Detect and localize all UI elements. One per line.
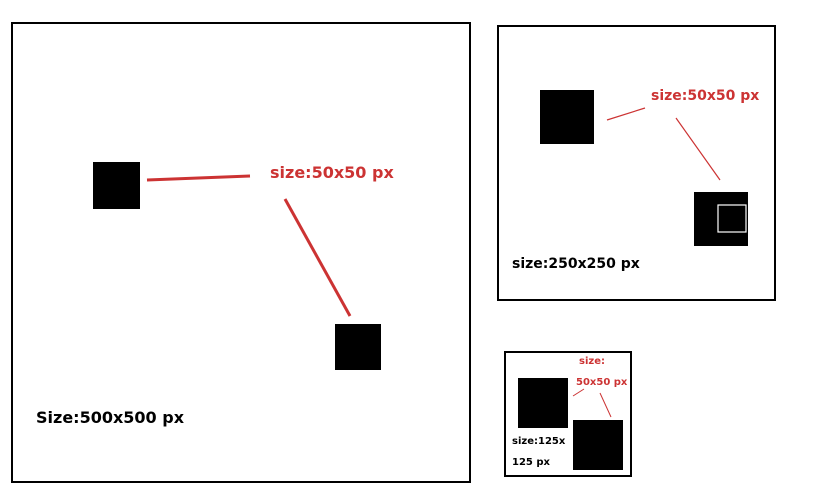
size-label-medium: size:250x250 px [512,256,640,272]
panel-medium [497,25,776,301]
square-large-top-left [93,162,140,209]
annotation-large: size:50x50 px [270,163,394,182]
annotation-medium: size:50x50 px [651,88,760,104]
annotation-small-line1: size: [579,356,605,367]
annotation-small-line2: 50x50 px [576,377,628,388]
size-label-large: Size:500x500 px [36,408,185,427]
square-small-top-left [518,378,568,428]
square-medium-top-left [540,90,594,144]
size-label-small-line2: 125 px [512,457,550,468]
square-large-bottom-right [335,324,381,370]
size-label-small-line1: size:125x [512,436,566,447]
square-small-bottom-right [573,420,623,470]
square-medium-bottom-right [694,192,748,246]
panel-large [11,22,471,483]
